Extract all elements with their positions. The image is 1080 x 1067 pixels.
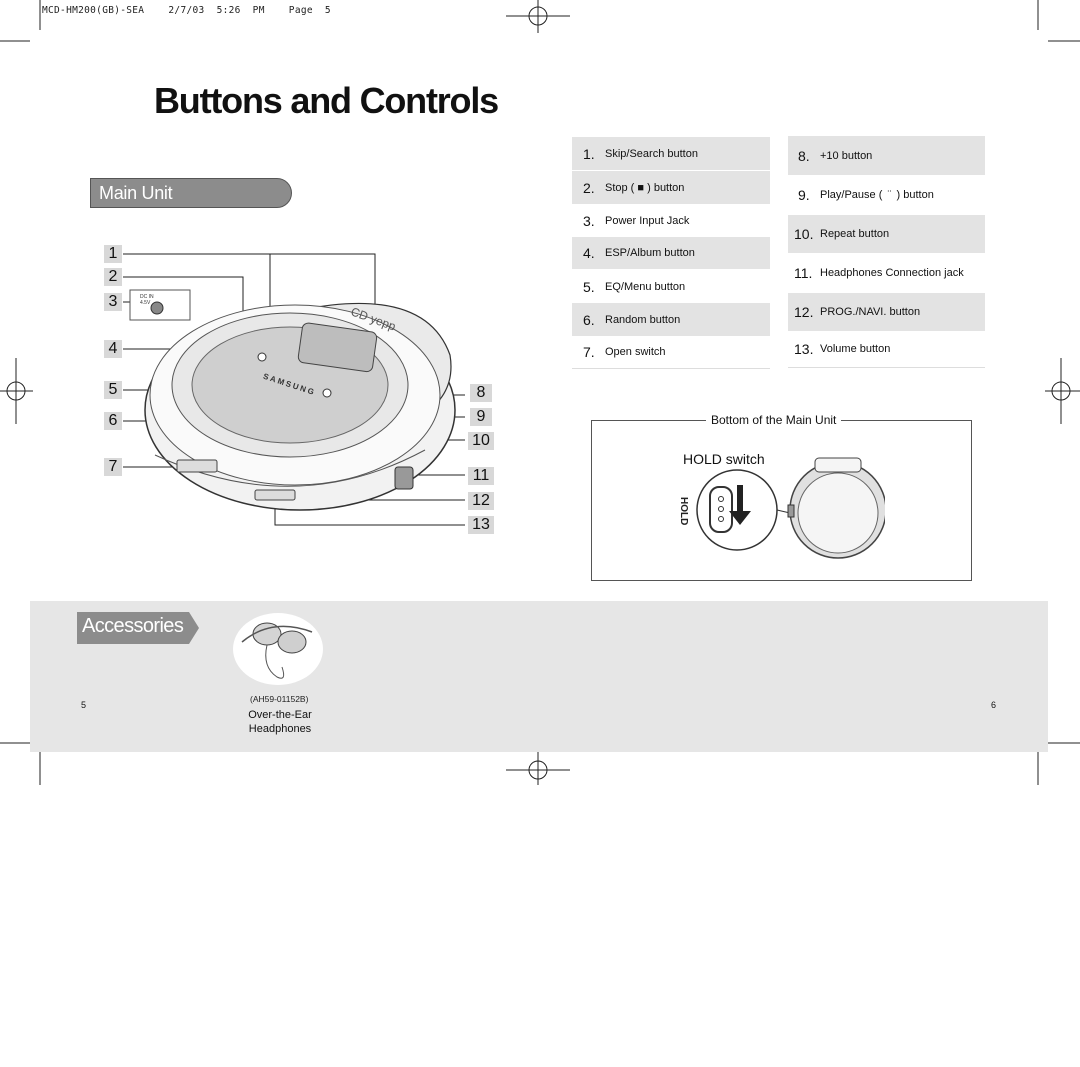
control-item-5: 5. EQ/Menu button <box>572 270 770 303</box>
control-item-2: 2. Stop ( ■ ) button <box>572 171 770 204</box>
control-label: +10 button <box>820 149 873 162</box>
dc-in-voltage: 4.5V <box>140 300 151 306</box>
control-label: Volume button <box>820 343 891 355</box>
control-num: 3. <box>583 213 595 229</box>
control-num: 1. <box>583 145 595 162</box>
control-label: ESP/Album button <box>605 247 695 259</box>
control-num: 13. <box>794 341 814 357</box>
control-label: Skip/Search button <box>605 147 698 160</box>
page-title: Buttons and Controls <box>154 80 499 121</box>
callout-7: 7 <box>104 458 122 476</box>
control-label: Repeat button <box>820 228 890 240</box>
page-number-right: 6 <box>991 700 997 710</box>
control-num: 6. <box>583 311 595 328</box>
control-item-11: 11. Headphones Connection jack <box>788 253 985 293</box>
control-num: 8. <box>798 147 810 164</box>
print-header: MCD-HM200(GB)-SEA 2/7/03 5:26 PM Page 5 <box>42 5 331 16</box>
callout-11: 11 <box>468 467 494 485</box>
accessory-name-line1: Over-the-Ear <box>248 709 312 721</box>
dc-in-label: DC IN <box>140 294 154 300</box>
control-num: 10. <box>794 226 814 242</box>
control-label: Random button <box>605 313 681 326</box>
control-label: Open switch <box>605 346 666 358</box>
control-label: PROG./NAVI. button <box>820 306 921 318</box>
headphones-image <box>233 613 323 685</box>
control-item-3: 3. Power Input Jack <box>572 205 770 237</box>
accessories-label: Accessories <box>82 615 184 637</box>
control-label: Play/Pause ( ¨ ) button <box>820 189 934 201</box>
control-item-4: 4. ESP/Album button <box>572 237 770 269</box>
hold-switch-text: HOLD <box>678 497 689 526</box>
callout-4: 4 <box>104 340 122 358</box>
callout-6: 6 <box>104 412 122 430</box>
control-num: 12. <box>794 304 814 320</box>
control-label: Stop ( ■ ) button <box>605 181 685 194</box>
callout-1: 1 <box>104 245 122 263</box>
page-number-left: 5 <box>81 700 87 710</box>
bottom-of-unit-label: Bottom of the Main Unit <box>706 413 842 427</box>
control-label: Power Input Jack <box>605 215 690 227</box>
callout-3: 3 <box>104 293 122 311</box>
accessory-code: (AH59-01152B) <box>250 694 309 704</box>
control-item-8: 8. +10 button <box>788 136 985 175</box>
control-num: 5. <box>583 278 595 295</box>
control-item-9: 9. Play/Pause ( ¨ ) button <box>788 175 985 215</box>
accessories-band <box>30 601 1048 752</box>
callout-13: 13 <box>468 516 494 534</box>
main-unit-section-label: Main Unit <box>90 178 292 208</box>
control-item-1: 1. Skip/Search button <box>572 137 770 170</box>
callout-10: 10 <box>468 432 494 450</box>
control-num: 7. <box>583 344 595 360</box>
callout-8: 8 <box>470 384 492 402</box>
control-num: 4. <box>583 245 595 261</box>
control-label: Headphones Connection jack <box>820 267 964 279</box>
control-item-10: 10. Repeat button <box>788 215 985 253</box>
callout-12: 12 <box>468 492 494 510</box>
main-unit-label-text: Main Unit <box>99 183 173 203</box>
control-num: 9. <box>798 187 810 203</box>
control-num: 2. <box>583 179 595 196</box>
control-item-6: 6. Random button <box>572 303 770 336</box>
callout-9: 9 <box>470 408 492 426</box>
accessory-name-line2: Headphones <box>248 723 312 735</box>
control-label: EQ/Menu button <box>605 280 686 293</box>
callout-5: 5 <box>104 381 122 399</box>
callout-2: 2 <box>104 268 122 286</box>
control-num: 11. <box>794 265 813 281</box>
control-item-13: 13. Volume button <box>788 331 985 368</box>
hold-switch-label: HOLD switch <box>683 451 765 467</box>
control-item-12: 12. PROG./NAVI. button <box>788 293 985 331</box>
control-item-7: 7. Open switch <box>572 336 770 369</box>
accessories-tag-shape <box>77 612 199 644</box>
hold-switch-illustration <box>696 457 885 559</box>
cd-player-illustration <box>123 253 465 526</box>
